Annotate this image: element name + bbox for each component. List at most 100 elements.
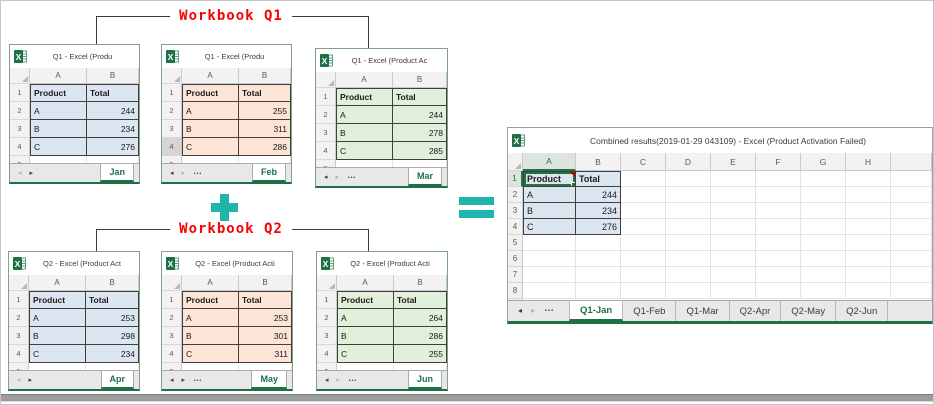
nav-next-icon[interactable]: ▸ bbox=[531, 306, 536, 315]
cell[interactable] bbox=[891, 283, 932, 299]
cell[interactable] bbox=[846, 251, 891, 267]
cell[interactable] bbox=[756, 219, 801, 235]
cell[interactable]: Total bbox=[394, 291, 447, 309]
row-header[interactable]: 1 bbox=[316, 88, 336, 106]
nav-next-icon[interactable]: ▸ bbox=[29, 169, 34, 177]
sheet-tab-jan[interactable]: Jan bbox=[100, 164, 134, 182]
cell[interactable] bbox=[846, 187, 891, 203]
sheet-tab-q2-jun[interactable]: Q2-Jun bbox=[836, 301, 889, 321]
sheet-tab-q1-mar[interactable]: Q1-Mar bbox=[676, 301, 730, 321]
column-header-a[interactable]: A bbox=[337, 275, 394, 291]
cell[interactable] bbox=[666, 203, 711, 219]
fill-handle[interactable] bbox=[571, 182, 575, 186]
cell[interactable] bbox=[621, 283, 666, 299]
cell[interactable]: B bbox=[336, 124, 393, 142]
row-header[interactable]: 6 bbox=[508, 251, 523, 267]
row-header[interactable]: 2 bbox=[10, 102, 30, 120]
cell[interactable]: Product bbox=[336, 88, 393, 106]
cell[interactable] bbox=[711, 251, 756, 267]
cell[interactable]: 253 bbox=[86, 309, 139, 327]
cell[interactable]: Total bbox=[393, 88, 447, 106]
nav-more-icon[interactable]: … bbox=[544, 303, 555, 314]
cell[interactable] bbox=[621, 267, 666, 283]
nav-prev-icon[interactable]: ◂ bbox=[170, 376, 174, 384]
cell[interactable] bbox=[756, 283, 801, 299]
cell[interactable]: Product bbox=[337, 291, 394, 309]
active-cell-a1[interactable]: Product bbox=[523, 171, 576, 187]
cell[interactable]: Product bbox=[30, 84, 87, 102]
cell[interactable]: A bbox=[29, 309, 86, 327]
row-header[interactable]: 1 bbox=[162, 84, 182, 102]
select-all-button[interactable] bbox=[10, 68, 30, 84]
row-header[interactable]: 4 bbox=[317, 345, 337, 363]
cell[interactable] bbox=[576, 283, 621, 299]
row-header[interactable]: 3 bbox=[162, 327, 182, 345]
cell[interactable] bbox=[846, 235, 891, 251]
row-header[interactable]: 2 bbox=[317, 309, 337, 327]
sheet-tab-mar[interactable]: Mar bbox=[407, 168, 442, 186]
cell[interactable]: A bbox=[30, 102, 87, 120]
nav-next-icon[interactable]: ▸ bbox=[335, 173, 340, 181]
row-header[interactable]: 3 bbox=[508, 203, 523, 219]
cell[interactable]: 276 bbox=[87, 138, 139, 156]
row-header[interactable]: 4 bbox=[10, 138, 30, 156]
cell[interactable]: 244 bbox=[87, 102, 139, 120]
cell[interactable]: Total bbox=[239, 291, 292, 309]
cell[interactable] bbox=[711, 187, 756, 203]
cell[interactable]: A bbox=[182, 102, 239, 120]
column-header-b[interactable]: B bbox=[239, 68, 291, 84]
nav-prev-icon[interactable]: ◂ bbox=[17, 376, 21, 384]
cell[interactable] bbox=[666, 267, 711, 283]
select-all-button[interactable] bbox=[317, 275, 337, 291]
cell[interactable]: 255 bbox=[239, 102, 291, 120]
select-all-button[interactable] bbox=[508, 153, 523, 171]
nav-prev-icon[interactable]: ◂ bbox=[170, 169, 174, 177]
cell[interactable]: B bbox=[182, 327, 239, 345]
cell[interactable] bbox=[756, 235, 801, 251]
cell[interactable]: 264 bbox=[394, 309, 447, 327]
select-all-button[interactable] bbox=[162, 68, 182, 84]
row-header[interactable]: 4 bbox=[9, 345, 29, 363]
cell[interactable] bbox=[846, 267, 891, 283]
column-header-a[interactable]: A bbox=[523, 153, 576, 171]
row-header[interactable]: 4 bbox=[162, 345, 182, 363]
cell[interactable] bbox=[891, 219, 932, 235]
cell[interactable]: C bbox=[523, 219, 576, 235]
column-header-b[interactable]: B bbox=[394, 275, 447, 291]
cell[interactable] bbox=[801, 267, 846, 283]
cell[interactable] bbox=[801, 203, 846, 219]
cell[interactable]: B bbox=[29, 327, 86, 345]
select-all-button[interactable] bbox=[316, 72, 336, 88]
cell[interactable] bbox=[666, 283, 711, 299]
cell[interactable]: A bbox=[336, 106, 393, 124]
row-header[interactable]: 3 bbox=[317, 327, 337, 345]
cell[interactable]: 286 bbox=[394, 327, 447, 345]
column-header-a[interactable]: A bbox=[29, 275, 86, 291]
sheet-tab-feb[interactable]: Feb bbox=[251, 164, 286, 182]
cell[interactable]: 234 bbox=[87, 120, 139, 138]
cell[interactable] bbox=[576, 251, 621, 267]
cell[interactable]: B bbox=[523, 203, 576, 219]
column-header-a[interactable]: A bbox=[30, 68, 87, 84]
nav-next-icon[interactable]: ▸ bbox=[28, 376, 33, 384]
cell[interactable] bbox=[891, 171, 932, 187]
cell[interactable]: 244 bbox=[576, 187, 621, 203]
cell[interactable] bbox=[756, 251, 801, 267]
cell[interactable] bbox=[711, 203, 756, 219]
cell[interactable]: 253 bbox=[239, 309, 292, 327]
cell[interactable] bbox=[523, 267, 576, 283]
cell[interactable]: 234 bbox=[86, 345, 139, 363]
select-all-button[interactable] bbox=[162, 275, 182, 291]
column-header-partial[interactable] bbox=[891, 153, 932, 171]
row-header[interactable]: 3 bbox=[162, 120, 182, 138]
cell[interactable]: B bbox=[337, 327, 394, 345]
row-header-active[interactable]: 1 bbox=[508, 171, 523, 187]
row-header[interactable]: 1 bbox=[9, 291, 29, 309]
row-header-active[interactable]: 4 bbox=[162, 138, 182, 156]
cell[interactable]: 311 bbox=[239, 120, 291, 138]
cell[interactable] bbox=[711, 235, 756, 251]
nav-prev-icon[interactable]: ◂ bbox=[18, 169, 22, 177]
cell[interactable] bbox=[523, 235, 576, 251]
cell[interactable]: C bbox=[30, 138, 87, 156]
row-header[interactable]: 3 bbox=[316, 124, 336, 142]
